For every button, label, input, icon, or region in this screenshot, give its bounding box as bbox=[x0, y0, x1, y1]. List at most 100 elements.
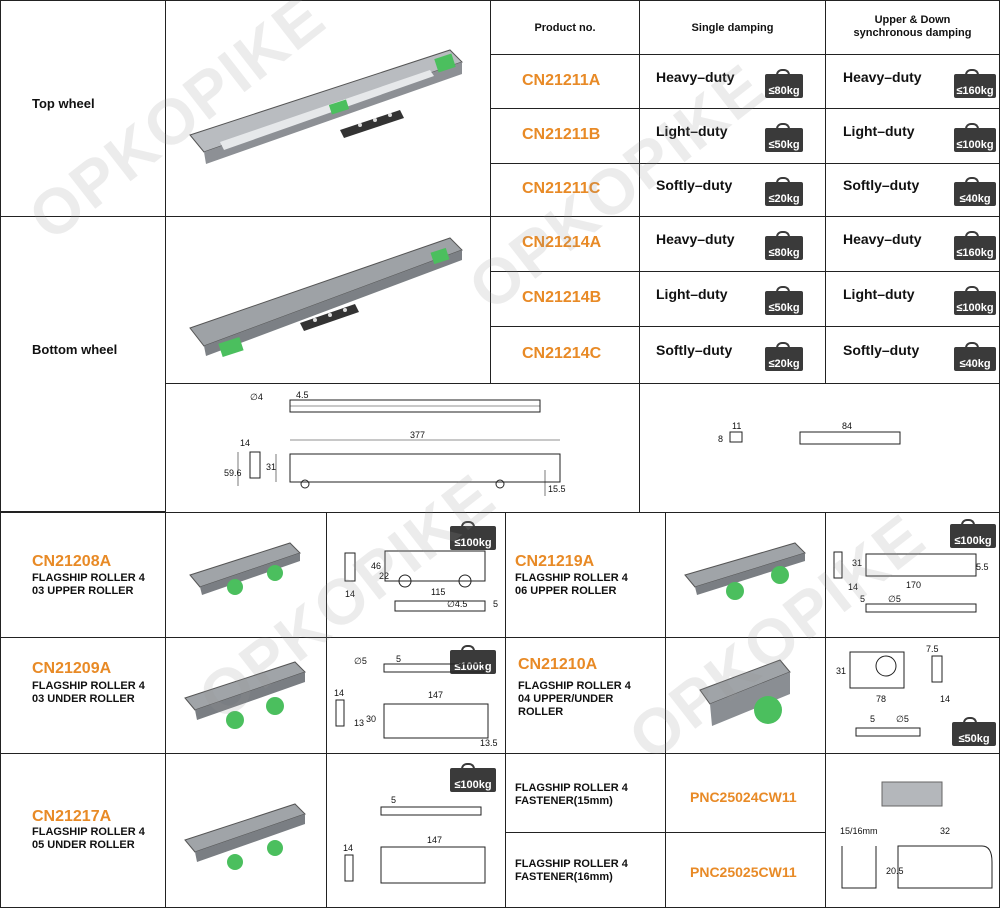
dim-219-f: ∅5 bbox=[888, 594, 901, 604]
dim-fastener-a: 15/16mm bbox=[840, 826, 878, 836]
product-desc-219: FLAGSHIP ROLLER 4 06 UPPER ROLLER bbox=[515, 572, 628, 597]
dim-210-d: 14 bbox=[940, 694, 950, 704]
dim-210-b: 31 bbox=[836, 666, 846, 676]
fastener-code-16: PNC25025CW11 bbox=[690, 864, 797, 880]
single-duty: Light–duty bbox=[656, 286, 728, 302]
header-sync: Upper & Down synchronous damping bbox=[853, 14, 972, 39]
sync-duty: Light–duty bbox=[843, 286, 915, 302]
dim-217-a: 5 bbox=[391, 795, 396, 805]
bottom-wheel-label: Bottom wheel bbox=[32, 342, 118, 357]
single-kg-badge: ≤20kg bbox=[765, 342, 803, 371]
dim-208-c: 115 bbox=[431, 587, 445, 597]
dim-drawing-210: 7.5 31 78 14 5 ∅5 bbox=[836, 644, 950, 737]
dim-d84: 84 bbox=[842, 421, 852, 431]
dim-217-c: 14 bbox=[343, 843, 353, 853]
dim-d155: 15.5 bbox=[548, 484, 566, 494]
single-duty: Softly–duty bbox=[656, 177, 733, 193]
dim-209-c: 147 bbox=[428, 690, 443, 700]
dim-209-g: 13.5 bbox=[480, 738, 498, 748]
sync-duty: Softly–duty bbox=[843, 342, 920, 358]
top-wheel-image bbox=[189, 49, 463, 164]
header-product-no: Product no. bbox=[534, 22, 596, 34]
roller-image-219 bbox=[684, 542, 806, 600]
single-duty: Light–duty bbox=[656, 123, 728, 139]
dim-219-a: 31 bbox=[852, 558, 862, 568]
dim-209-a: ∅5 bbox=[354, 656, 367, 666]
product-code: CN21214B bbox=[522, 289, 602, 306]
kg-badge-219: ≤100kg bbox=[950, 519, 996, 548]
dim-208-b: 22 bbox=[379, 571, 389, 581]
dim-drawing-208: 46 22 115 ∅4.5 5 14 bbox=[344, 550, 498, 612]
dim-fastener-c: 20.5 bbox=[886, 866, 904, 876]
dim-219-c: 170 bbox=[906, 580, 921, 590]
roller-image-210 bbox=[699, 659, 791, 726]
product-code-217: CN21217A bbox=[32, 808, 112, 825]
dim-210-a: 7.5 bbox=[926, 644, 939, 654]
single-kg-badge: ≤20kg bbox=[765, 177, 803, 206]
product-code-219: CN21219A bbox=[515, 553, 595, 570]
fastener-desc-15: FLAGSHIP ROLLER 4 FASTENER(15mm) bbox=[515, 782, 628, 807]
product-desc-210: FLAGSHIP ROLLER 4 04 UPPER/UNDER ROLLER bbox=[518, 680, 631, 718]
dim-209-b: 5 bbox=[396, 654, 401, 664]
product-code: CN21214C bbox=[522, 345, 602, 362]
kg-badge-217: ≤100kg bbox=[450, 763, 496, 792]
sync-duty: Heavy–duty bbox=[843, 68, 922, 85]
single-duty: Softly–duty bbox=[656, 342, 733, 358]
dim-208-a: 46 bbox=[371, 561, 381, 571]
dim-d31: 31 bbox=[266, 462, 276, 472]
dim-208-f: 14 bbox=[345, 589, 355, 599]
single-kg-badge: ≤50kg bbox=[765, 123, 803, 152]
dim-217-b: 147 bbox=[427, 835, 442, 845]
roller-image-217 bbox=[184, 803, 306, 870]
sync-kg-badge: ≤100kg bbox=[954, 286, 996, 315]
product-desc-208: FLAGSHIP ROLLER 4 03 UPPER ROLLER bbox=[32, 572, 145, 597]
sync-kg-badge: ≤160kg bbox=[954, 68, 996, 98]
product-code: CN21211B bbox=[522, 126, 601, 143]
dim-d45: 4.5 bbox=[296, 390, 309, 400]
dim-d11: 11 bbox=[732, 421, 741, 431]
product-desc-209: FLAGSHIP ROLLER 4 03 UNDER ROLLER bbox=[32, 680, 145, 705]
dim-drawing-217: 5 147 14 bbox=[343, 795, 486, 884]
sync-duty: Softly–duty bbox=[843, 177, 920, 193]
dim-drawing-209: ∅5 5 147 14 30 13 13.5 bbox=[334, 654, 498, 748]
bottom-wheel-image bbox=[189, 237, 463, 358]
dim-d14: 14 bbox=[240, 438, 250, 448]
dim-209-e: 30 bbox=[366, 714, 376, 724]
top-wheel-label: Top wheel bbox=[32, 96, 95, 111]
sync-duty: Light–duty bbox=[843, 123, 915, 139]
product-code-210: CN21210A bbox=[518, 656, 598, 673]
product-code: CN21211A bbox=[522, 71, 601, 89]
bottom-wheel-label-cell bbox=[0, 216, 166, 512]
dim-219-d: 5.5 bbox=[976, 562, 989, 572]
kg-badge-208: ≤100kg bbox=[450, 521, 496, 550]
dim-219-b: 14 bbox=[848, 582, 858, 592]
dim-210-c: 78 bbox=[876, 694, 886, 704]
dim-208-e: 5 bbox=[493, 599, 498, 609]
dim-209-d: 14 bbox=[334, 688, 344, 698]
dim-d4: ∅4 bbox=[250, 392, 263, 402]
dim-208-d: ∅4.5 bbox=[447, 599, 467, 609]
roller-image-209 bbox=[184, 661, 306, 729]
sync-kg-badge: ≤160kg bbox=[954, 231, 996, 260]
product-code: CN21214A bbox=[522, 234, 602, 251]
sync-duty: Heavy–duty bbox=[843, 231, 922, 247]
single-duty: Heavy–duty bbox=[656, 231, 735, 247]
kg-badge-210: ≤50kg bbox=[952, 717, 996, 746]
header-single: Single damping bbox=[691, 22, 774, 34]
dim-219-e: 5 bbox=[860, 594, 865, 604]
single-kg-badge: ≤80kg bbox=[765, 231, 803, 260]
product-code: CN21211C bbox=[522, 180, 601, 197]
fastener-desc-16: FLAGSHIP ROLLER 4 FASTENER(16mm) bbox=[515, 858, 628, 883]
main-dimension-drawing: ∅4 4.5 377 14 31 59.6 15.5 bbox=[224, 390, 566, 496]
single-kg-badge: ≤80kg bbox=[765, 68, 803, 98]
dim-d8: 8 bbox=[718, 434, 723, 444]
fastener-code-15: PNC25024CW11 bbox=[690, 789, 797, 805]
dim-210-f: ∅5 bbox=[896, 714, 909, 724]
dim-drawing-219: 31 14 170 5.5 5 ∅5 bbox=[833, 551, 989, 613]
dim-209-f: 13 bbox=[354, 718, 364, 728]
product-desc-217: FLAGSHIP ROLLER 4 05 UNDER ROLLER bbox=[32, 826, 145, 851]
dim-210-e: 5 bbox=[870, 714, 875, 724]
sync-kg-badge: ≤40kg bbox=[954, 342, 996, 371]
single-kg-badge: ≤50kg bbox=[765, 286, 803, 315]
dim-d377: 377 bbox=[410, 430, 425, 440]
